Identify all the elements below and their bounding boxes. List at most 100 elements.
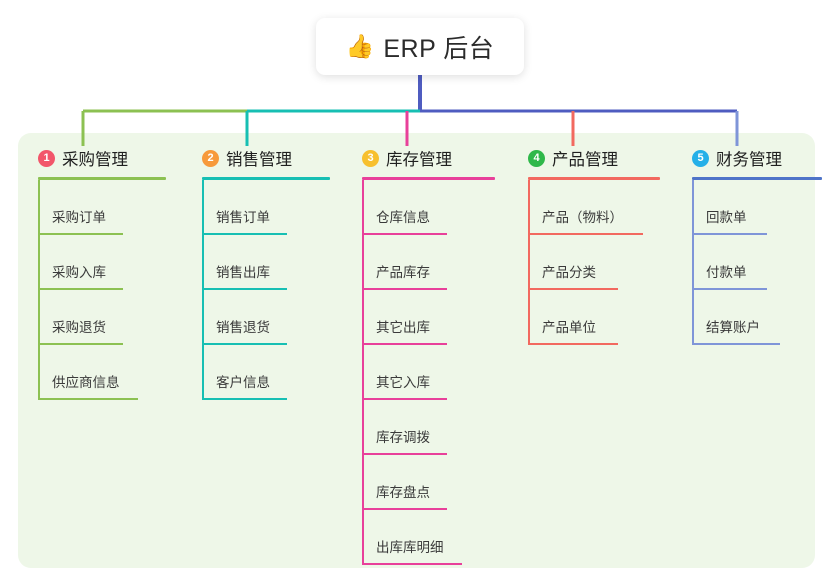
column-header-2[interactable]: 2 销售管理 bbox=[182, 144, 330, 172]
leaf-label: 付款单 bbox=[706, 265, 747, 280]
leaf-label: 采购退货 bbox=[52, 320, 106, 335]
leaf-item[interactable]: 库存调拨 bbox=[342, 400, 495, 455]
leaf-label: 产品分类 bbox=[542, 265, 596, 280]
column-4: 4 产品管理产品（物料） 产品分类产品单位 bbox=[508, 144, 660, 345]
leaf-label: 产品（物料） bbox=[542, 210, 623, 225]
column-title: 销售管理 bbox=[226, 151, 292, 169]
leaf-rule bbox=[692, 343, 780, 345]
leaf-label: 销售订单 bbox=[216, 210, 270, 225]
leaf-rule bbox=[202, 233, 287, 235]
leaf-item[interactable]: 其它出库 bbox=[342, 290, 495, 345]
leaf-item[interactable]: 供应商信息 bbox=[18, 345, 166, 400]
column-spine bbox=[692, 180, 694, 345]
leaf-item[interactable]: 采购订单 bbox=[18, 180, 166, 235]
column-spine bbox=[202, 180, 204, 400]
leaf-rule bbox=[38, 343, 123, 345]
leaf-item[interactable]: 产品分类 bbox=[508, 235, 660, 290]
leaf-rule bbox=[38, 233, 123, 235]
leaf-rule bbox=[202, 343, 287, 345]
leaf-label: 仓库信息 bbox=[376, 210, 430, 225]
leaf-label: 客户信息 bbox=[216, 375, 270, 390]
leaf-rule bbox=[528, 343, 618, 345]
leaf-item[interactable]: 其它入库 bbox=[342, 345, 495, 400]
column-header-5[interactable]: 5 财务管理 bbox=[672, 144, 822, 172]
leaf-item[interactable]: 产品单位 bbox=[508, 290, 660, 345]
leaf-item[interactable]: 付款单 bbox=[672, 235, 822, 290]
column-title: 库存管理 bbox=[386, 151, 452, 169]
column-spine bbox=[38, 180, 40, 400]
leaf-item[interactable]: 采购入库 bbox=[18, 235, 166, 290]
thumbs-up-icon: 👍 bbox=[345, 33, 375, 59]
column-items: 仓库信息产品库存其它出库其它入库库存调拨库存盘点出库库明细 bbox=[342, 180, 495, 565]
leaf-rule bbox=[362, 508, 447, 510]
column-title: 财务管理 bbox=[716, 151, 782, 169]
column-items: 销售订单销售出库销售退货客户信息 bbox=[182, 180, 330, 400]
leaf-rule bbox=[362, 453, 447, 455]
leaf-label: 产品单位 bbox=[542, 320, 596, 335]
column-number-badge: 2 bbox=[202, 149, 219, 167]
leaf-label: 采购订单 bbox=[52, 210, 106, 225]
leaf-label: 其它出库 bbox=[376, 320, 430, 335]
leaf-rule bbox=[362, 398, 447, 400]
leaf-label: 其它入库 bbox=[376, 375, 430, 390]
leaf-item[interactable]: 客户信息 bbox=[182, 345, 330, 400]
leaf-item[interactable]: 仓库信息 bbox=[342, 180, 495, 235]
leaf-rule bbox=[692, 233, 767, 235]
column-title: 产品管理 bbox=[552, 151, 618, 169]
leaf-label: 库存调拨 bbox=[376, 430, 430, 445]
leaf-rule bbox=[362, 288, 447, 290]
column-rule bbox=[202, 177, 330, 180]
column-items: 回款单付款单结算账户 bbox=[672, 180, 822, 345]
leaf-label: 销售出库 bbox=[216, 265, 270, 280]
leaf-rule bbox=[38, 288, 123, 290]
leaf-item[interactable]: 结算账户 bbox=[672, 290, 822, 345]
leaf-rule bbox=[528, 288, 618, 290]
column-2: 2 销售管理销售订单销售出库销售退货客户信息 bbox=[182, 144, 330, 400]
column-rule bbox=[362, 177, 495, 180]
leaf-label: 供应商信息 bbox=[52, 375, 120, 390]
root-title: ERP 后台 bbox=[383, 34, 495, 63]
leaf-item[interactable]: 库存盘点 bbox=[342, 455, 495, 510]
column-spine bbox=[528, 180, 530, 345]
column-3: 3 库存管理仓库信息产品库存其它出库其它入库库存调拨库存盘点出库库明细 bbox=[342, 144, 495, 565]
leaf-label: 出库库明细 bbox=[376, 540, 444, 555]
leaf-item[interactable]: 产品库存 bbox=[342, 235, 495, 290]
column-spine bbox=[362, 180, 364, 565]
leaf-label: 结算账户 bbox=[706, 320, 760, 335]
leaf-item[interactable]: 产品（物料） bbox=[508, 180, 660, 235]
leaf-label: 销售退货 bbox=[216, 320, 270, 335]
content-panel bbox=[18, 133, 815, 568]
leaf-rule bbox=[202, 288, 287, 290]
leaf-item[interactable]: 采购退货 bbox=[18, 290, 166, 345]
column-number-badge: 1 bbox=[38, 149, 55, 167]
column-header-4[interactable]: 4 产品管理 bbox=[508, 144, 660, 172]
leaf-rule bbox=[362, 233, 447, 235]
leaf-rule bbox=[692, 288, 767, 290]
column-1: 1 采购管理采购订单采购入库采购退货供应商信息 bbox=[18, 144, 166, 400]
column-header-3[interactable]: 3 库存管理 bbox=[342, 144, 495, 172]
leaf-rule bbox=[528, 233, 643, 235]
leaf-label: 回款单 bbox=[706, 210, 747, 225]
column-items: 产品（物料） 产品分类产品单位 bbox=[508, 180, 660, 345]
column-number-badge: 5 bbox=[692, 149, 709, 167]
column-5: 5 财务管理回款单付款单结算账户 bbox=[672, 144, 822, 345]
leaf-item[interactable]: 出库库明细 bbox=[342, 510, 495, 565]
leaf-label: 库存盘点 bbox=[376, 485, 430, 500]
root-node[interactable]: 👍 ERP 后台 bbox=[316, 18, 524, 75]
leaf-item[interactable]: 销售退货 bbox=[182, 290, 330, 345]
column-header-1[interactable]: 1 采购管理 bbox=[18, 144, 166, 172]
leaf-item[interactable]: 销售出库 bbox=[182, 235, 330, 290]
leaf-label: 产品库存 bbox=[376, 265, 430, 280]
leaf-item[interactable]: 销售订单 bbox=[182, 180, 330, 235]
column-number-badge: 4 bbox=[528, 149, 545, 167]
leaf-rule bbox=[362, 343, 447, 345]
column-number-badge: 3 bbox=[362, 149, 379, 167]
column-title: 采购管理 bbox=[62, 151, 128, 169]
leaf-rule bbox=[38, 398, 138, 400]
leaf-label: 采购入库 bbox=[52, 265, 106, 280]
column-rule bbox=[692, 177, 822, 180]
column-rule bbox=[38, 177, 166, 180]
leaf-item[interactable]: 回款单 bbox=[672, 180, 822, 235]
column-rule bbox=[528, 177, 660, 180]
